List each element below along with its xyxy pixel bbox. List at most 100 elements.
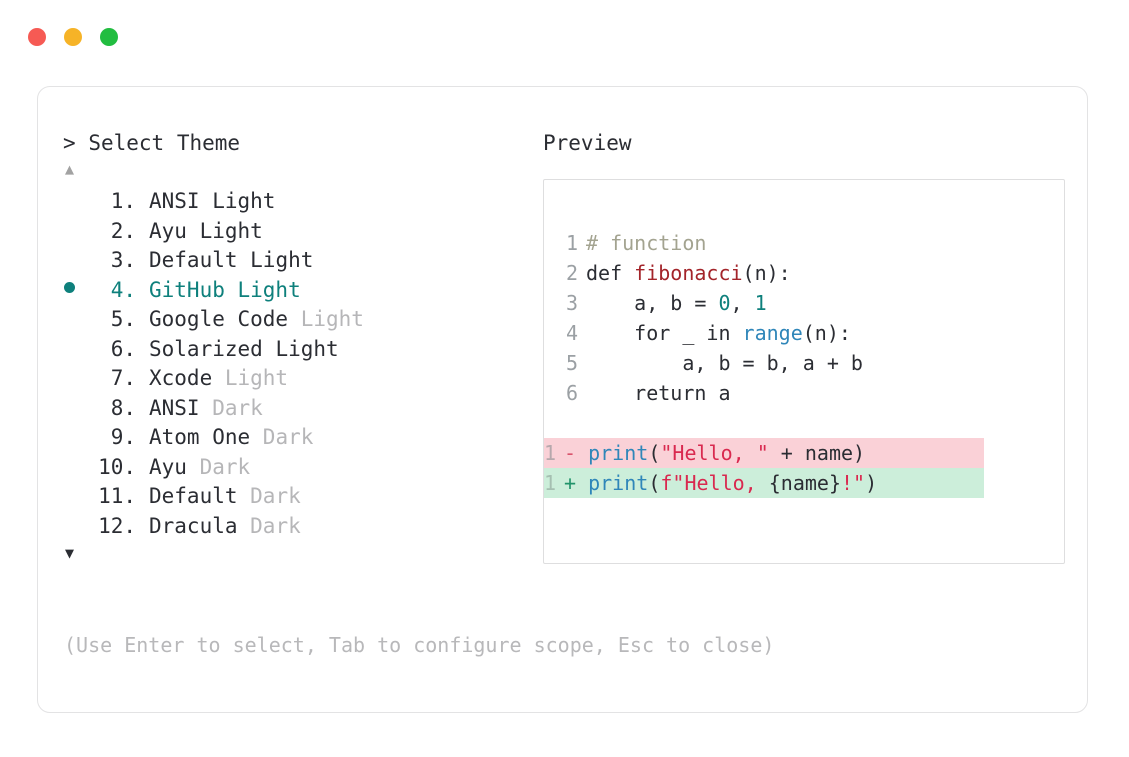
code-line: 1 # function <box>566 228 1064 258</box>
code-token: # function <box>586 231 707 255</box>
code-token: (n): <box>802 321 851 345</box>
code-spacer <box>544 408 1064 438</box>
diff-gap <box>576 441 588 465</box>
code-token: , <box>730 291 755 315</box>
diff-plus-icon: + <box>564 471 577 495</box>
preview-pane: Preview 1 # function 2 def fibonacci (n): 3 a… <box>543 129 1068 564</box>
code-sample: 1 # function 2 def fibonacci (n): 3 a, b = 0,… <box>544 228 1064 408</box>
theme-item-name: Google Code <box>149 307 289 331</box>
code-line-number: 5 <box>566 351 579 375</box>
theme-item-name: Dracula <box>149 513 238 538</box>
diff-token: print <box>588 471 649 495</box>
code-token: def <box>586 261 635 285</box>
theme-item-variant: Dark <box>186 454 251 479</box>
diff-sample: 1- print("Hello, " + name)1+ print(f"Hel… <box>544 408 1064 498</box>
theme-list-item[interactable]: 11. Default Dark <box>63 482 533 512</box>
theme-item-variant: Light <box>199 189 276 213</box>
code-token: a, b = <box>586 291 719 315</box>
diff-token: ( <box>648 441 661 465</box>
theme-item-variant: Dark <box>237 513 301 538</box>
code-token: return a <box>586 381 731 405</box>
diff-token: {name} <box>768 471 841 495</box>
theme-item-index: 4. <box>110 277 136 302</box>
theme-list-item[interactable]: 10.Ayu Dark <box>63 453 533 483</box>
diff-line-number: 1 <box>544 471 557 495</box>
code-line-number: 6 <box>566 381 579 405</box>
diff-minus-icon: - <box>564 441 577 465</box>
theme-list-item[interactable]: 8. ANSI Dark <box>63 394 533 424</box>
theme-item-variant: Dark <box>199 395 263 420</box>
theme-item-name: GitHub <box>149 277 225 302</box>
close-window-button[interactable] <box>28 28 46 46</box>
code-line-number: 1 <box>566 231 579 255</box>
theme-item-index: 10. <box>98 454 136 479</box>
theme-item-variant: Light <box>262 336 339 361</box>
preview-label: Preview <box>543 131 632 155</box>
theme-item-index: 8. <box>110 395 136 420</box>
theme-item-index: 7. <box>110 366 136 390</box>
prompt-symbol: > <box>63 131 76 155</box>
keyboard-hint: (Use Enter to select, Tab to configure s… <box>64 633 775 657</box>
theme-item-variant: Light <box>288 307 364 331</box>
maximize-window-button[interactable] <box>100 28 118 46</box>
selected-dot-icon <box>64 282 75 293</box>
code-token: 0 <box>718 291 731 315</box>
diff-token: ) <box>865 471 878 495</box>
theme-item-index: 5. <box>110 307 136 331</box>
code-line-number: 4 <box>566 321 579 345</box>
theme-item-variant: Light <box>186 218 263 243</box>
theme-list-item[interactable]: 2. Ayu Light <box>63 217 533 247</box>
theme-item-index: 2. <box>110 218 136 243</box>
diff-line-number: 1 <box>544 441 557 465</box>
theme-item-index: 9. <box>110 425 136 449</box>
code-token: range <box>742 321 803 345</box>
diff-token: "Hello, " <box>660 441 769 465</box>
theme-item-name: Default <box>149 484 238 508</box>
theme-list-item[interactable]: 7. Xcode Light <box>63 364 533 394</box>
theme-list-item[interactable]: 9. Atom One Dark <box>63 423 533 453</box>
theme-item-name: Atom One <box>149 425 251 449</box>
selected-bullet-icon <box>63 276 90 306</box>
theme-item-variant: Dark <box>250 425 314 449</box>
theme-item-name: ANSI <box>149 189 200 213</box>
code-line-number: 2 <box>566 261 579 285</box>
theme-item-name: ANSI <box>149 395 200 420</box>
prompt-title: > Select Theme <box>63 129 533 157</box>
theme-item-variant: Light <box>224 277 301 302</box>
diff-added-line: 1+ print(f"Hello, {name}!") <box>544 468 984 498</box>
diff-token: + name) <box>768 441 866 465</box>
code-token: fibonacci <box>634 261 743 285</box>
theme-selector-card: > Select Theme ▲ 1. ANSI Light 2. Ayu Light… <box>37 86 1088 713</box>
theme-item-index: 11. <box>98 484 136 508</box>
code-line: 6 return a <box>566 378 1064 408</box>
theme-item-index: 12. <box>98 513 136 538</box>
scroll-up-icon[interactable]: ▲ <box>65 160 75 178</box>
theme-list-item[interactable]: 12. Dracula Dark <box>63 512 533 542</box>
theme-list-item[interactable]: 1. ANSI Light <box>63 187 533 217</box>
page-title: Select Theme <box>88 131 241 155</box>
code-line-number: 3 <box>566 291 579 315</box>
theme-item-name: Default <box>149 248 238 272</box>
preview-box: 1 # function 2 def fibonacci (n): 3 a, b = 0,… <box>543 179 1065 564</box>
minimize-window-button[interactable] <box>64 28 82 46</box>
theme-list-item[interactable]: 3.Default Light <box>63 246 533 276</box>
scroll-down-icon[interactable]: ▼ <box>65 544 75 562</box>
theme-list-item[interactable]: 4. GitHub Light <box>63 276 533 306</box>
theme-list-item[interactable]: 5. Google Code Light <box>63 305 533 335</box>
theme-item-index: 1. <box>110 189 136 213</box>
code-line: 3 a, b = 0, 1 <box>566 288 1064 318</box>
code-token: 1 <box>754 291 767 315</box>
theme-item-variant: Light <box>212 366 289 390</box>
theme-list-item[interactable]: 6.Solarized Light <box>63 335 533 365</box>
theme-item-name: Xcode <box>149 366 213 390</box>
code-token: for _ in <box>586 321 743 345</box>
theme-item-variant: Light <box>237 248 314 272</box>
theme-item-variant: Dark <box>237 484 301 508</box>
diff-token: !" <box>840 471 866 495</box>
window-traffic-lights <box>28 28 118 46</box>
theme-item-name: Ayu <box>149 218 187 243</box>
code-token: a, b = b, a + b <box>586 351 863 375</box>
theme-item-index: 6. <box>110 336 136 361</box>
